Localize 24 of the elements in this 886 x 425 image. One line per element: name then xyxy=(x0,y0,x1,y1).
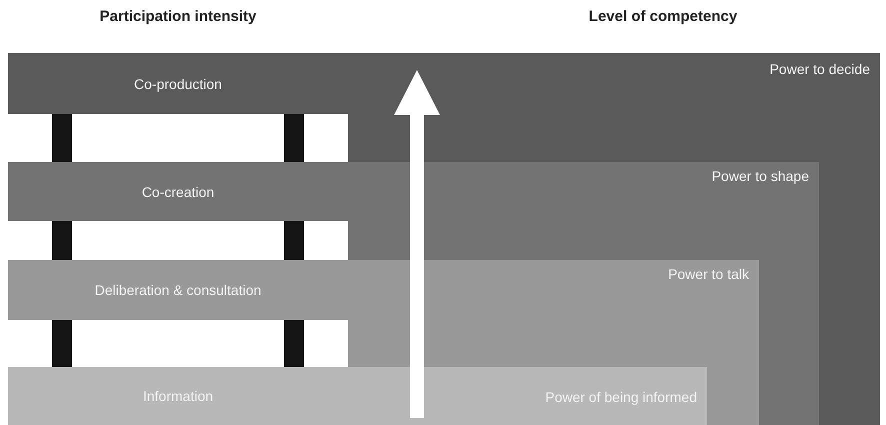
competency-area xyxy=(348,162,819,425)
node-label: Deliberation & consultation xyxy=(94,282,262,298)
node-label: Power to shape xyxy=(712,168,809,184)
node-label: Co-production xyxy=(134,76,222,92)
column-heading: Level of competency xyxy=(588,8,738,25)
ladder-rail xyxy=(284,221,304,260)
participation-bar xyxy=(8,162,348,221)
ladder-rail xyxy=(284,114,304,162)
ladder-rail xyxy=(52,320,72,367)
node-label: Power of being informed xyxy=(545,389,697,405)
column-heading: Participation intensity xyxy=(100,8,256,25)
node-label: Power to talk xyxy=(668,266,749,282)
competency-area xyxy=(348,260,759,425)
ladder-rail xyxy=(52,221,72,260)
competency-area xyxy=(348,53,880,425)
participation-bar xyxy=(8,367,348,425)
node-label: Co-creation xyxy=(142,184,214,200)
node-label: Information xyxy=(142,388,214,404)
ladder-rail xyxy=(52,114,72,162)
participation-bar xyxy=(8,260,348,320)
participation-bar xyxy=(8,53,348,114)
node-label: Power to decide xyxy=(770,61,870,77)
competency-area xyxy=(348,367,707,425)
ladder-rail xyxy=(284,320,304,367)
